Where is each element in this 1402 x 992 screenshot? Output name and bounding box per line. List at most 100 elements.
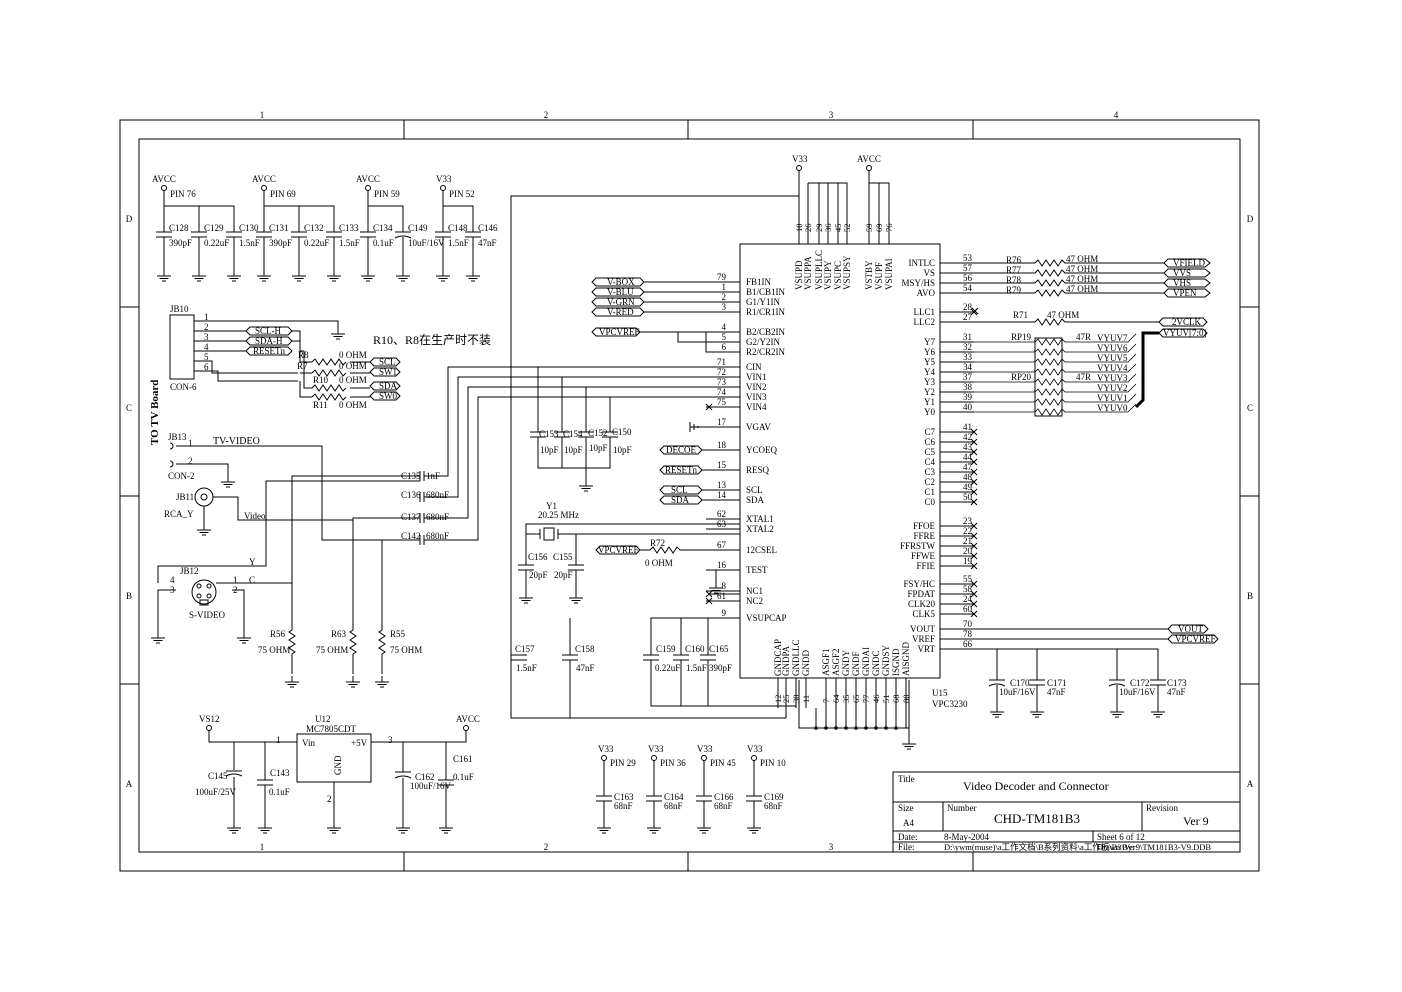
decoup-C130-ref: C130 [239,223,259,233]
ic-left-pin-72-name: VIN1 [746,372,767,382]
production-note: R10、R8在生产时不装 [373,333,491,347]
title-block: Title Video Decoder and Connector Size A… [892,771,1241,853]
u12-vin: Vin [302,738,315,748]
decoup-C148-val: 1.5nF [448,238,469,248]
ic-bottom-pin-80-name: AISGND [901,641,911,676]
ic-right-pin-31-num: 31 [963,332,972,342]
c164-ref: C164 [664,792,684,802]
frame-row-a-right: A [1247,779,1254,789]
pin59-label: PIN 59 [374,189,400,199]
r63-ref: R63 [331,629,347,639]
sda-net: SDA [671,495,690,505]
rgb-input-3: V-RED [607,307,634,317]
ic-left-pin-3-name: R1/CR1IN [746,307,786,317]
vpcvref-12csel-net: VPCVREF [598,545,639,555]
ic-right-pin-28-num: 28 [963,302,973,312]
decoup-C129-val: 0.22uF [204,238,229,248]
decoup-C146-ref: C146 [478,223,498,233]
c162-ref: C162 [415,772,435,782]
avcc-label-1: AVCC [152,174,176,184]
decoupling-caps-group: AVCC AVCC AVCC V33 PIN 76 PIN 69 PIN 59 … [152,174,498,282]
ic-bottom-pin-77-name: GNDAI [861,647,871,676]
ic-top-pin-69-name: VSUPF [874,262,884,290]
ic-right-pin-57-num: 57 [963,263,973,273]
r10-val: 0 OHM [339,375,367,385]
decoup-C132-val: 0.22uF [304,238,329,248]
ic-top-pin-59-name: VSTBY [864,260,874,290]
ic-right-pin-22-name: FFRE [913,531,935,541]
ic-right-pin-19-num: 19 [963,556,973,566]
ic-right-pin-34-num: 34 [963,362,973,372]
rca-jack-icon [194,487,214,507]
ic-left-pin-18-name: YCOEQ [746,445,777,455]
c142-val: 680nF [426,531,449,541]
r56-val: 75 OHM [258,645,290,655]
ic-left-pin-2-name: G1/Y1IN [746,297,780,307]
sv-pin1: 1 [233,575,238,585]
c170-ref: C170 [1010,678,1030,688]
frame-row-c-right: C [1247,403,1253,413]
ic-left-pin-4-num: 4 [722,322,727,332]
c171-ref: C171 [1047,678,1067,688]
c153-val: 10pF [540,445,559,455]
r56-ref: R56 [270,629,286,639]
vpc3230-ic: U15 VPC3230 10VSUPD26VSUPPA29VSUPLLC36VS… [705,216,974,730]
decoup-C148-ref: C148 [448,223,468,233]
net-2vclk: 2VCLK [1172,317,1202,327]
ic-supply-rails: V33 AVCC [510,154,890,719]
yuv-output-bus: RP19 47R RP20 47R VYUV7VYUV6VYUV5VYUV4VY… [974,331,1159,417]
v33-label-c: V33 [697,744,713,754]
c142-ref: C142 [401,531,421,541]
jb13-pin1: 1 [188,438,193,448]
vsupcap-caps: C157 1.5nF C158 47nF C159 0.22uF C160 1.… [510,617,740,718]
decoup-C134-val: 0.1uF [373,238,394,248]
u15-ref: U15 [932,688,948,698]
c160-ref: C160 [685,644,705,654]
ic-left-pin-75-num: 75 [717,397,727,407]
ic-left-pin-79-num: 79 [717,272,727,282]
ic-left-pin-3-num: 3 [722,302,727,312]
resetn-net: RESETn [665,465,698,475]
schematic-title: Video Decoder and Connector [963,779,1109,793]
v33-label-ic: V33 [792,154,808,164]
ic-right-pin-43-num: 43 [963,442,973,452]
decoup-C132-ref: C132 [304,223,324,233]
y1-ref: Y1 [546,501,557,511]
file-label: File: [898,842,915,852]
c169-val: 68nF [764,801,783,811]
yuv-net-VYUV0: VYUV0 [1097,403,1128,413]
ic-bottom-pin-7-name: ASGF1 [821,648,831,676]
c153-ref: C153 [539,429,559,439]
ic-left-pin-15-num: 15 [717,460,727,470]
c155-val: 20pF [554,570,573,580]
frame-row-c-left: C [126,403,132,413]
r71-ref: R71 [1013,310,1028,320]
ic-right-pin-57-name: VS [923,268,935,278]
ic-right-pin-54-name: AVO [917,288,936,298]
net-sw0: SW0 [379,391,398,401]
ic-right-pin-70-num: 70 [963,619,973,629]
c135-val: 1nF [426,471,440,481]
r55-val: 75 OHM [390,645,422,655]
misc-control-nets: DECOE RESETn SCL SDA VPCVREF R72 0 OHM [595,422,740,605]
c163-ref: C163 [614,792,634,802]
ic-right-pin-24-name: CLK20 [908,599,936,609]
ic-bottom-pin-46-name: GNDC [871,650,881,676]
ic-right-pin-70-name: VOUT [910,624,935,634]
ic-left-pin-62-name: XTAL1 [746,514,774,524]
ic-left-pin-8-name: NC1 [746,586,763,596]
jb10-pin-1: 1 [204,312,209,322]
u15-part: VPC3230 [932,699,968,709]
yuv-net-VYUV5: VYUV5 [1097,353,1128,363]
ic-right-pin-20-num: 20 [963,546,973,556]
avcc-label-2: AVCC [252,174,276,184]
i2c-bridge-resistors: R8 0 OHM R7 0 OHM R10 0 OHM R11 0 OHM SC… [292,330,401,410]
ic-bottom-pin-77-num: 77 [861,695,871,704]
ic-left-pin-74-num: 74 [717,387,727,397]
c143-ref: C143 [270,768,290,778]
c-net: C [249,575,255,585]
ic-bottom-pin-12-num: 12 [773,695,783,704]
ic-right-pin-41-name: C7 [924,427,935,437]
frame-col-3-bottom: 3 [829,842,834,852]
ic-right-pin-40-name: Y0 [924,407,935,417]
